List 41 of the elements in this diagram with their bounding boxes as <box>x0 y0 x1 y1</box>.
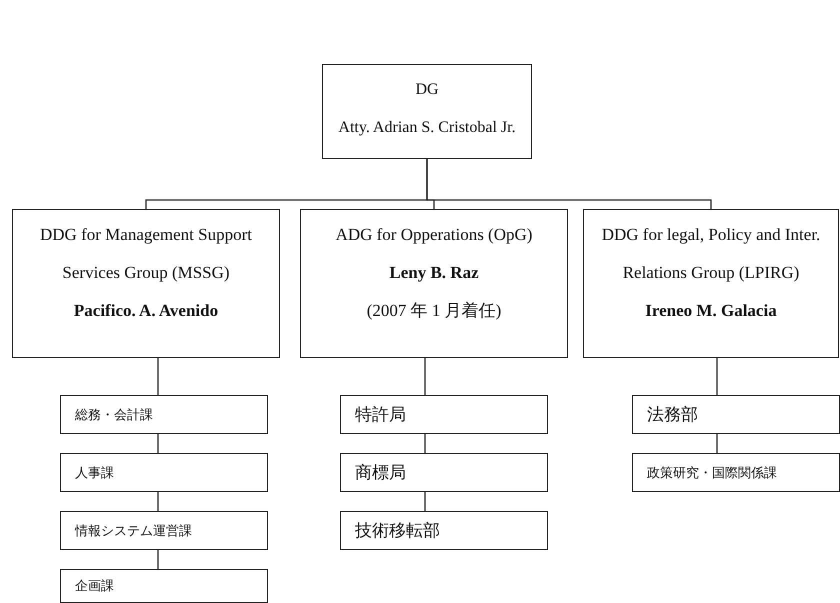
unit-title: (2007 年 1 月着任) <box>366 300 502 322</box>
unit-box <box>340 511 548 550</box>
connector-line <box>157 358 159 395</box>
unit-title: 人事課 <box>75 464 114 482</box>
unit-title: 法務部 <box>647 404 698 424</box>
unit-title: ADG for Opperations (OpG) <box>336 224 532 246</box>
position-box <box>300 209 568 358</box>
unit-title: 政策研究・国際関係課 <box>647 464 777 482</box>
connector-line <box>424 434 426 453</box>
position-box <box>12 209 280 358</box>
unit-title: 特許局 <box>355 404 406 424</box>
person-name: Ireneo M. Galacia <box>645 300 777 322</box>
unit-box <box>60 395 268 434</box>
unit-title: Atty. Adrian S. Cristobal Jr. <box>338 118 516 138</box>
unit-title: 企画課 <box>75 577 114 595</box>
connector-line <box>426 159 712 209</box>
person-name: Leny B. Raz <box>389 262 479 284</box>
person-name: Pacifico. A. Avenido <box>74 300 218 322</box>
connector-line <box>716 358 718 395</box>
unit-title: 総務・会計課 <box>75 406 153 424</box>
unit-title: DDG for Management Support Services Group (MSSG) <box>39 224 253 284</box>
unit-box <box>340 395 548 434</box>
unit-box <box>60 453 268 492</box>
unit-title: 技術移転部 <box>355 520 440 540</box>
unit-title: DDG for legal, Policy and Inter. Relations Group (LPIRG) <box>600 224 822 284</box>
unit-box <box>632 395 840 434</box>
connector-line <box>157 492 159 511</box>
connector-line <box>157 550 159 569</box>
unit-box <box>60 511 268 550</box>
unit-box <box>60 569 268 603</box>
unit-title: 商標局 <box>355 462 406 482</box>
connector-line <box>424 358 426 395</box>
position-box <box>583 209 839 358</box>
connector-line <box>424 492 426 511</box>
connector-line <box>716 434 718 453</box>
unit-box <box>340 453 548 492</box>
unit-title: 情報システム運営課 <box>75 522 192 540</box>
position-box <box>322 64 532 159</box>
unit-box <box>632 453 840 492</box>
connector-line <box>157 434 159 453</box>
unit-title: DG <box>415 80 439 100</box>
